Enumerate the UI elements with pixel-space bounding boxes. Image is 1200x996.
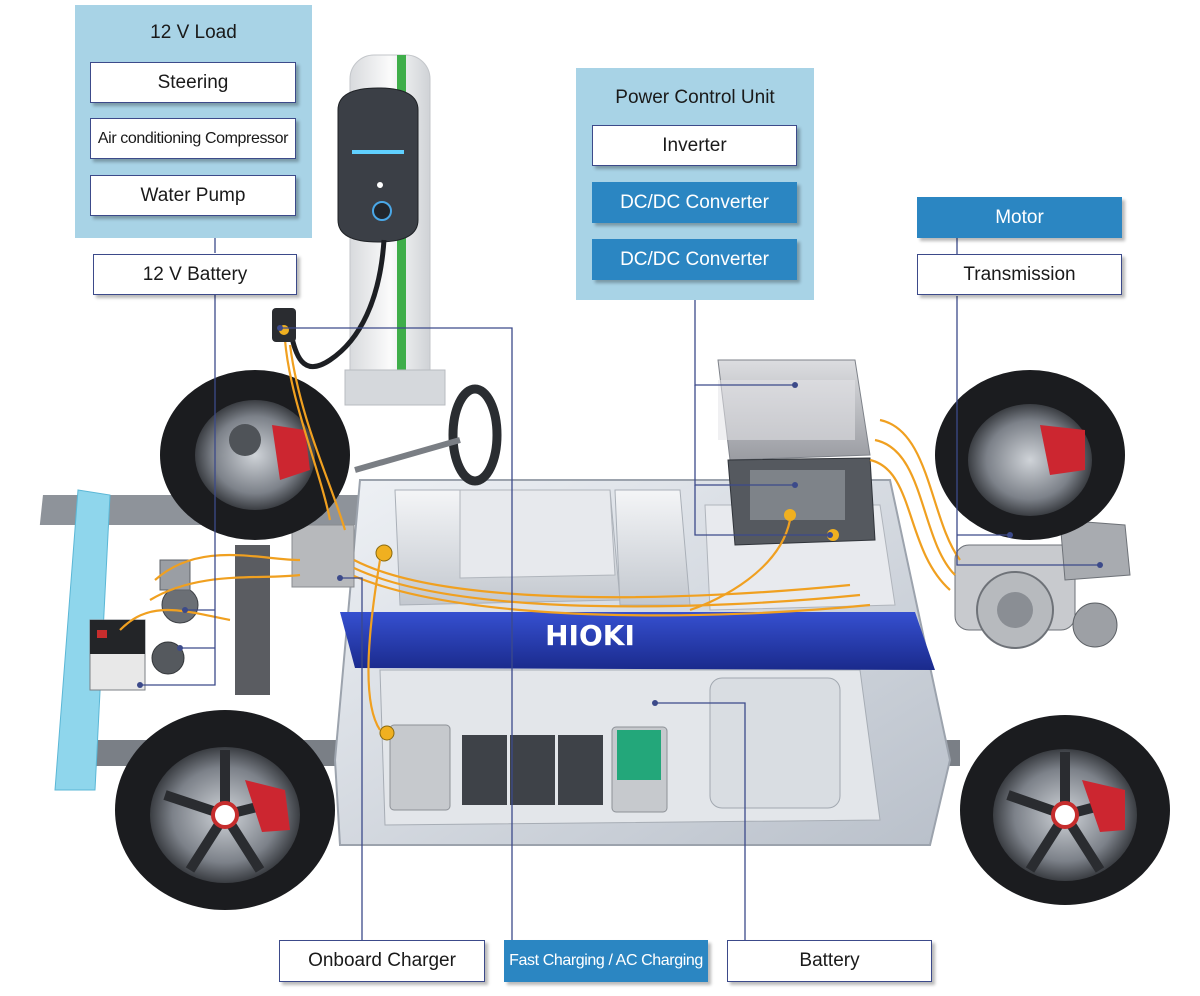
wheel-rear-right xyxy=(960,715,1170,905)
charging-station xyxy=(287,54,446,406)
front-suspension xyxy=(151,545,270,695)
onboard-charger-label: Onboard Charger xyxy=(279,940,485,982)
wheel-rear-left xyxy=(935,370,1125,540)
12v-battery-label: 12 V Battery xyxy=(93,254,297,295)
load-panel-title: 12 V Load xyxy=(150,22,237,43)
fast-charging-label: Fast Charging / AC Charging xyxy=(504,940,708,982)
motor-label: Motor xyxy=(917,197,1122,238)
wheel-front-right xyxy=(115,710,335,910)
dcdc-converter-label-2: DC/DC Converter xyxy=(592,239,797,280)
transmission-label: Transmission xyxy=(917,254,1122,295)
steering-label: Steering xyxy=(90,62,296,103)
dcdc-converter-label-1: DC/DC Converter xyxy=(592,182,797,223)
brand-logo: HIOKI xyxy=(545,619,635,652)
pcu-assembly xyxy=(717,359,876,546)
onboard-charger-unit xyxy=(291,524,355,588)
brand-band: HIOKI xyxy=(340,612,935,670)
ac-compressor-label: Air conditioning Compressor xyxy=(90,118,296,159)
battery-label: Battery xyxy=(727,940,932,982)
pcu-panel-title: Power Control Unit xyxy=(615,87,775,108)
inverter-label: Inverter xyxy=(592,125,797,166)
wheel-front-left xyxy=(160,370,350,540)
charging-inlet xyxy=(272,308,296,342)
wiring-harness xyxy=(119,339,961,731)
steering-assembly xyxy=(354,384,502,486)
water-pump-label: Water Pump xyxy=(90,175,296,216)
leader-lines xyxy=(140,238,1100,940)
leader-dots xyxy=(137,325,1103,706)
12v-battery-unit xyxy=(89,619,146,691)
